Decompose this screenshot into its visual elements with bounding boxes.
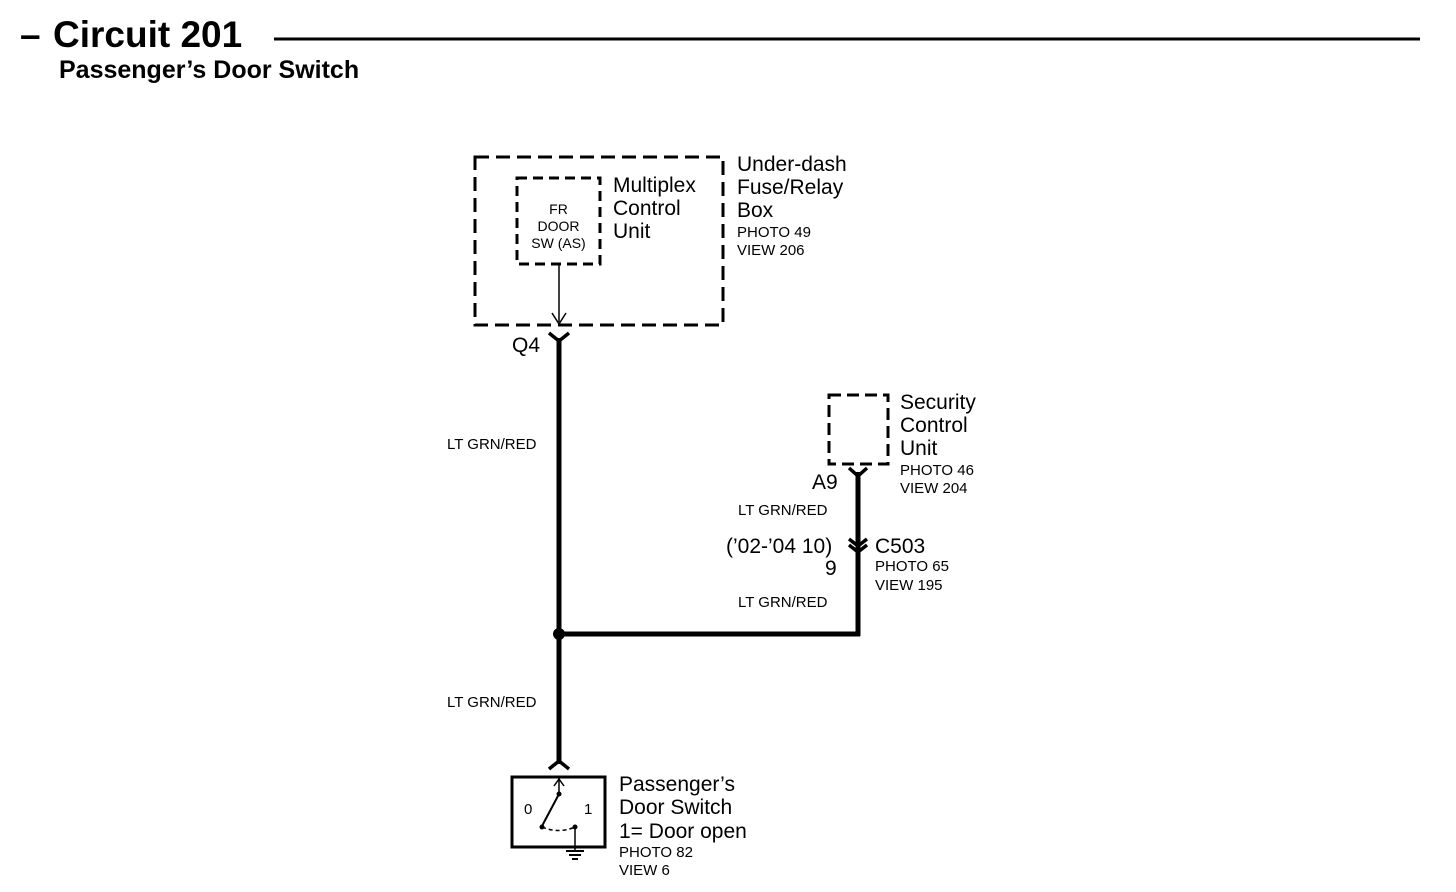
connector-c503-pin: 9 xyxy=(825,557,837,580)
wire-label-main-lower: LT GRN/RED xyxy=(447,694,537,711)
underdash-box-name: Under-dash Fuse/Relay Box xyxy=(737,153,847,222)
security-unit-photo: PHOTO 46 xyxy=(900,462,974,479)
page-subtitle: Passenger’s Door Switch xyxy=(59,56,360,84)
wire-label-security-upper: LT GRN/RED xyxy=(738,502,828,519)
door-switch-name: Passenger’s Door Switch xyxy=(619,773,735,819)
wire-label-main-upper: LT GRN/RED xyxy=(447,436,537,453)
multiplex-unit-name: Multiplex Control Unit xyxy=(613,174,696,243)
a9-connector-symbol xyxy=(847,466,869,479)
switch-connector-symbol xyxy=(547,758,571,771)
security-box-outline xyxy=(827,393,890,466)
multiplex-signal-arrow xyxy=(551,312,567,326)
security-unit-name: Security Control Unit xyxy=(900,391,976,460)
page-title: Circuit 201 xyxy=(53,14,243,55)
connector-c503-name: C503 xyxy=(875,535,926,558)
switch-blade xyxy=(541,793,560,827)
wire-label-security-lower: LT GRN/RED xyxy=(738,594,828,611)
switch-dashed-link xyxy=(541,826,576,832)
underdash-box-outline xyxy=(473,155,725,327)
c503-connector-symbol-lower xyxy=(847,543,869,555)
underdash-box-view: VIEW 206 xyxy=(737,242,805,259)
switch-position-1: 1 xyxy=(584,801,593,818)
switch-input-arrow xyxy=(553,777,565,787)
connector-c503-photo: PHOTO 65 xyxy=(875,558,949,575)
header-dash: – xyxy=(20,14,41,55)
switch-position-0: 0 xyxy=(524,801,533,818)
connector-c503-condition: (’02-’04 10) xyxy=(726,535,833,558)
multiplex-inner-label: FR DOOR SW (AS) xyxy=(531,201,586,251)
security-unit-view: VIEW 204 xyxy=(900,480,968,497)
door-switch-view: VIEW 6 xyxy=(619,862,670,879)
terminal-a9: A9 xyxy=(812,471,838,494)
door-switch-state-note: 1= Door open xyxy=(619,820,747,843)
terminal-q4: Q4 xyxy=(512,334,541,357)
underdash-box-photo: PHOTO 49 xyxy=(737,224,811,241)
c503-connector-symbol-upper xyxy=(847,537,869,549)
connector-c503-view: VIEW 195 xyxy=(875,577,943,594)
door-switch-photo: PHOTO 82 xyxy=(619,844,693,861)
